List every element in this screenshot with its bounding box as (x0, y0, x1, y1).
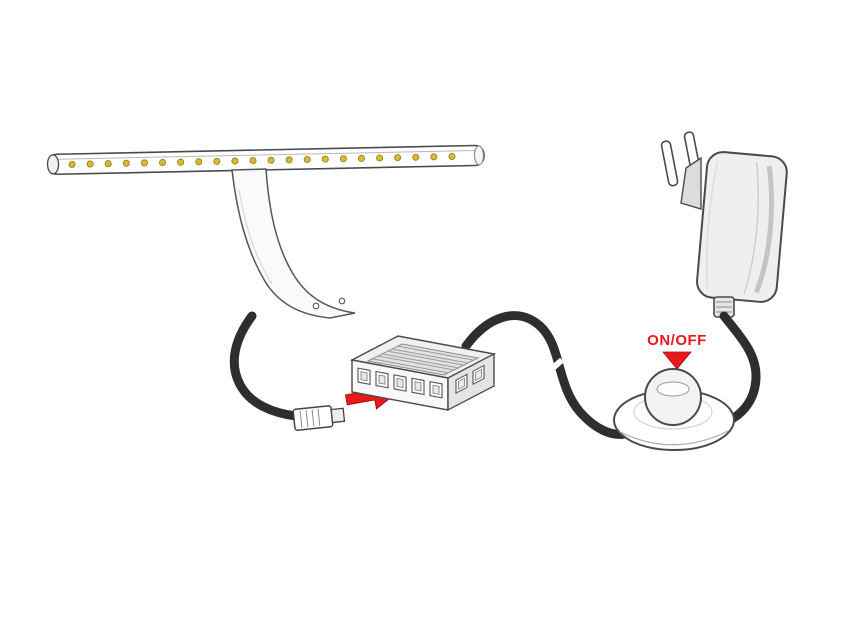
cable-gap-highlight (544, 357, 564, 377)
led-bar-right-cap (473, 145, 485, 166)
connector-ridge (305, 410, 309, 428)
plug-pin (660, 140, 679, 187)
box-front-face (351, 359, 449, 411)
led-dot (86, 160, 94, 168)
led-dot (159, 159, 167, 167)
connector-ridge (317, 408, 321, 426)
led-dot (195, 158, 203, 166)
led-bar-top-edge (53, 149, 480, 160)
on-off-pointer-triangle-icon (662, 351, 692, 370)
on-off-label: ON/OFF (647, 332, 707, 349)
cable-adapter-to-switch (719, 311, 761, 427)
adapter-shading-line (743, 161, 759, 295)
bracket-shading-line (238, 189, 273, 285)
box-front-ports (357, 367, 443, 399)
mounting-bracket-icon (231, 168, 356, 319)
bracket-screw-hole (338, 297, 346, 305)
adapter-shading-line (705, 161, 719, 290)
adapter-body (696, 151, 788, 303)
led-dot (177, 158, 185, 166)
on-off-label-group: ON/OFF (647, 332, 707, 370)
led-dot (448, 152, 456, 160)
led-dot (376, 154, 384, 162)
led-dot (104, 160, 112, 168)
box-right-face (447, 352, 495, 412)
box-right-ports (455, 364, 485, 394)
distributor-box-icon (349, 335, 497, 412)
led-dot (213, 157, 221, 165)
led-dot (267, 156, 275, 164)
led-dot (412, 153, 420, 161)
cable-box-to-switch (461, 311, 629, 439)
bracket-screw-hole (312, 302, 320, 310)
led-dot (357, 154, 365, 162)
box-top-ribs (372, 345, 474, 374)
led-dot (231, 157, 239, 165)
led-dot (394, 154, 402, 162)
led-dot (339, 155, 347, 163)
connector-tip (330, 407, 346, 424)
connector-plug-icon (292, 405, 346, 431)
led-dot (303, 156, 311, 164)
led-dot (249, 157, 257, 165)
connector-ridge (299, 410, 303, 428)
box-rib-panel (366, 343, 480, 376)
bracket-sheet (231, 168, 356, 319)
led-bar-left-cap (46, 154, 60, 175)
led-dot (430, 153, 438, 161)
led-dots (68, 152, 456, 168)
led-dot (68, 160, 76, 168)
switch-button (644, 368, 702, 426)
power-adapter-icon (660, 131, 788, 318)
plug-face (680, 156, 702, 210)
cable-bar-to-connector (229, 311, 301, 421)
led-dot (321, 155, 329, 163)
adapter-shading (753, 165, 775, 294)
led-dot (285, 156, 293, 164)
led-bar-icon (46, 144, 485, 176)
foot-switch-icon (613, 368, 735, 451)
switch-button-top (656, 381, 690, 397)
switch-base-rim (619, 430, 729, 446)
led-dot (122, 159, 130, 167)
adapter-body-group (696, 151, 788, 303)
connector-ridge (311, 409, 315, 427)
led-dot (140, 159, 148, 167)
